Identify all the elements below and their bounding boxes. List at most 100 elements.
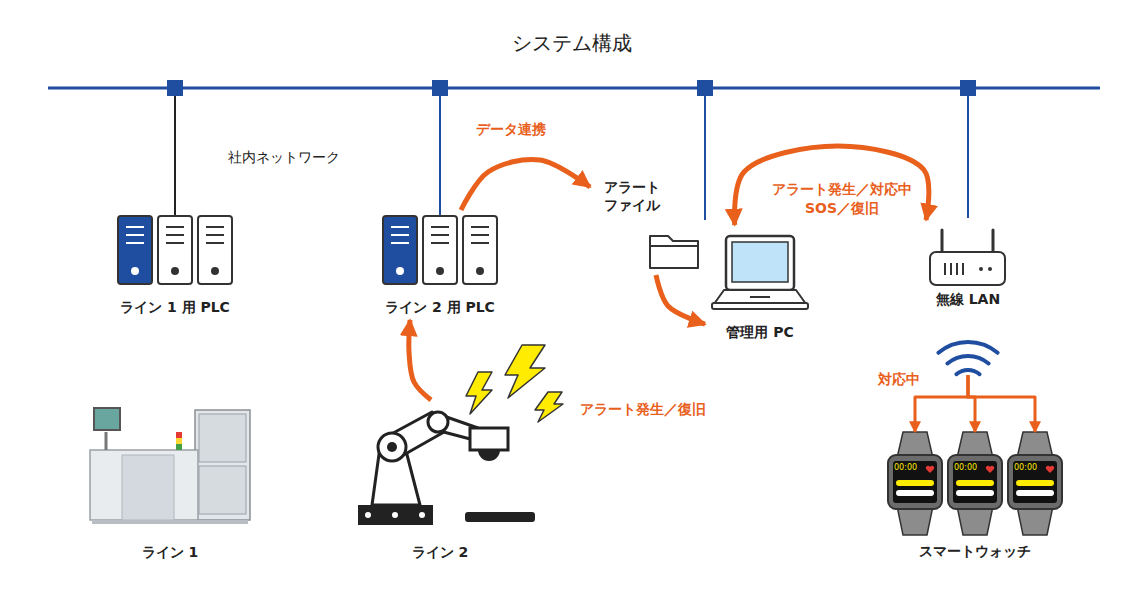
- flow-arrow: [461, 159, 590, 210]
- file-box: アラート ファイル: [590, 175, 700, 275]
- laptop-icon: [732, 242, 788, 282]
- production-machine: [176, 438, 182, 444]
- network-bus: [697, 80, 713, 96]
- production-machine: [176, 432, 182, 438]
- smartwatch-icon: [986, 466, 994, 473]
- plc-box: ライン 2 用 PLC: [370, 210, 510, 320]
- folder-icon: [650, 236, 698, 268]
- smartwatch-icon: [1046, 466, 1054, 473]
- flow-arrow: [409, 320, 431, 400]
- node-label: ライン 1 用 PLC: [120, 298, 230, 316]
- server-icon: [463, 216, 497, 284]
- smartwatch-icon: [948, 455, 1002, 509]
- network-bus: [174, 96, 176, 215]
- lightning-bolt: [535, 392, 563, 422]
- smartwatch-icon: [1008, 432, 1062, 535]
- laptop-icon: [712, 303, 808, 309]
- smartwatch-icon: [1008, 455, 1062, 509]
- robot-arm: [419, 512, 425, 518]
- router-icon: [962, 263, 964, 275]
- production-machine: [176, 444, 182, 450]
- pc-box: 管理用 PC: [705, 225, 815, 343]
- node-label: 管理用 PC: [726, 323, 793, 341]
- server-icon: [118, 216, 152, 284]
- smartwatch-icon: [896, 480, 934, 486]
- router-icon: [930, 230, 1005, 285]
- edge-label: アラート発生／復旧: [578, 400, 708, 419]
- network-bus: [432, 80, 448, 96]
- robot-arm: [358, 412, 535, 525]
- watch-time: 00:00: [954, 464, 977, 472]
- smartwatch-icon: [888, 432, 942, 535]
- laptop-icon: [714, 290, 806, 304]
- production-machine: [90, 408, 250, 524]
- lightning-bolt: [505, 345, 545, 398]
- server-icon: [423, 216, 457, 284]
- smartwatch-icon: [953, 461, 997, 503]
- robot-arm: [387, 442, 397, 452]
- server-icon: [383, 216, 417, 284]
- robot-arm: [428, 412, 448, 432]
- wifi-waves: [956, 370, 979, 374]
- edge-label: 対応中: [876, 370, 922, 389]
- router-icon: [988, 267, 992, 271]
- smartwatch-icon: [897, 506, 933, 535]
- smartwatch-icon: [1016, 480, 1054, 486]
- smartwatch-icon: [956, 480, 994, 486]
- router-icon: [950, 263, 952, 275]
- smartwatch: 00:00: [885, 432, 945, 535]
- robot-arm: [465, 512, 535, 522]
- node-label: ライン 2 用 PLC: [385, 298, 495, 316]
- robot-arm: [358, 505, 433, 525]
- smartwatch-icon: [956, 490, 994, 496]
- router-icon: [941, 230, 944, 252]
- line-machine: ライン 1: [80, 400, 260, 565]
- network-bus: [48, 87, 1100, 90]
- smartwatch: 00:00: [945, 432, 1005, 535]
- network-bus: [704, 96, 706, 220]
- server-icon: [118, 216, 232, 284]
- smartwatch-icon: [1017, 506, 1053, 535]
- router-icon: [956, 263, 958, 275]
- wifi-waves: [938, 342, 997, 353]
- node-label: ライン 2: [412, 543, 469, 561]
- flow-arrow: [656, 275, 705, 324]
- smartwatch-icon: [893, 461, 937, 503]
- watch-time: 00:00: [894, 464, 917, 472]
- server-icon: [158, 216, 192, 284]
- robot-arm: [478, 450, 500, 461]
- line-machine: ライン 2: [350, 400, 530, 565]
- laptop-icon: [712, 236, 808, 309]
- production-machine: [199, 414, 246, 462]
- robot-arm: [378, 433, 406, 461]
- production-machine: [122, 455, 174, 520]
- smartwatch-icon: [957, 506, 993, 535]
- folder-icon: [650, 236, 698, 268]
- wifi-waves: [938, 342, 997, 374]
- smartwatch-icon: [896, 490, 934, 496]
- watch-time: 00:00: [1014, 464, 1037, 472]
- node-label: 無線 LAN: [936, 290, 1000, 308]
- smartwatch-icon: [926, 466, 934, 473]
- network-bus: [960, 80, 976, 96]
- network-label: 社内ネットワーク: [228, 148, 340, 167]
- network-bus: [967, 96, 969, 218]
- robot-arm: [470, 428, 508, 450]
- production-machine: [94, 408, 120, 430]
- lightning-bolt: [466, 345, 563, 422]
- smartwatch-icon: [888, 455, 942, 509]
- robot-arm: [392, 512, 398, 518]
- lightning-bolt: [466, 372, 492, 414]
- network-bus: [167, 80, 183, 96]
- edge-label: アラート発生／対応中 SOS／復旧: [765, 180, 919, 218]
- wifi-waves: [947, 356, 988, 364]
- router-icon: [944, 263, 946, 275]
- production-machine: [199, 466, 246, 514]
- server-icon: [198, 216, 232, 284]
- router-box: 無線 LAN: [920, 220, 1016, 375]
- router-icon: [930, 252, 1005, 285]
- network-bus: [48, 80, 1100, 220]
- smartwatch-icon: [1016, 490, 1054, 496]
